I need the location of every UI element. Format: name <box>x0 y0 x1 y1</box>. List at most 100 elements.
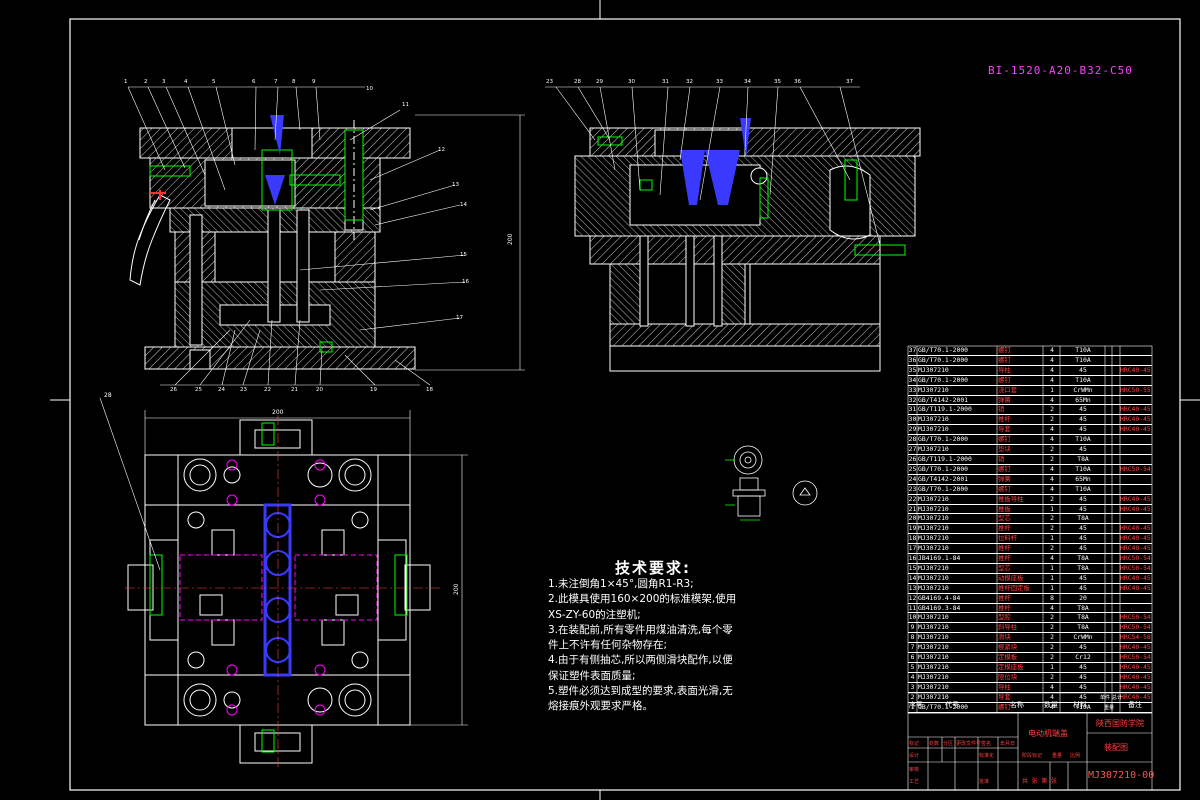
bom-cell-no: 24 <box>908 474 917 483</box>
right-section-view <box>574 127 921 372</box>
bom-cell-name: 螺钉 <box>998 346 1011 354</box>
bom-cell-no: 37 <box>908 346 917 354</box>
title-change: 更改文件号 <box>956 741 982 747</box>
bom-cell-name: 导套 <box>998 425 1011 434</box>
bom-cell-qty: 4 <box>1050 375 1054 384</box>
bom-cell-mat: 45 <box>1079 672 1087 681</box>
bom-header-code: 代号 <box>945 701 959 709</box>
bom-cell-name: 定模座板 <box>998 663 1024 671</box>
part-balloon: 36 <box>794 79 801 85</box>
bom-cell-rem: HRC40-45 <box>1120 544 1151 553</box>
bom-cell-code: GB4169.4-84 <box>918 593 961 602</box>
bom-cell-qty: 2 <box>1050 454 1054 463</box>
bom-cell-name: 推杆 <box>998 544 1011 553</box>
part-balloon: 31 <box>662 79 669 85</box>
bom-cell-name: 推板 <box>998 504 1011 513</box>
bom-cell-qty: 4 <box>1050 365 1054 374</box>
title-check: 审核 <box>909 767 920 773</box>
bom-cell-mat: CrWMn <box>1073 385 1093 394</box>
bom-cell-rem: HRC40-45 <box>1120 583 1151 592</box>
bom-cell-no: 30 <box>908 415 917 424</box>
bom-cell-code: MJ307210 <box>918 653 949 662</box>
bom-cell-qty: 1 <box>1050 563 1054 572</box>
bom-cell-no: 15 <box>908 563 917 572</box>
bom-cell-code: GB/T4142-2001 <box>918 474 969 483</box>
bom-cell-code: MJ307210 <box>918 504 949 513</box>
part-balloon: 18 <box>426 387 433 393</box>
bom-cell-name: 销 <box>998 405 1005 414</box>
bom-cell-rem: HRC50-55 <box>1120 385 1151 394</box>
technical-requirement-line: 5.塑件必须达到成型的要求,表面光滑,无 <box>548 685 733 698</box>
bom-cell-no: 35 <box>908 365 917 374</box>
bom-cell-rem: HRC40-45 <box>1120 573 1151 582</box>
bom-cell-no: 20 <box>908 514 917 523</box>
bom-cell-code: GB4169.3-84 <box>918 603 961 612</box>
technical-requirement-line: 保证塑件表面质量; <box>548 669 636 682</box>
part-balloon: 11 <box>402 102 409 108</box>
bom-cell-mat: CrWMn <box>1073 633 1093 642</box>
bom-cell-name: 浇口套 <box>998 385 1018 394</box>
bom-cell-no: 9 <box>910 623 915 632</box>
bom-cell-mat: T8A <box>1077 623 1089 632</box>
bom-cell-no: 25 <box>908 464 917 473</box>
bom-cell-mat: T10A <box>1075 702 1091 711</box>
bom-cell-mat: T8A <box>1077 563 1089 572</box>
part-balloon: 8 <box>292 79 296 85</box>
bom-cell-rem: HRC40-45 <box>1120 692 1151 701</box>
bom-cell-rem: HRC40-45 <box>1120 365 1151 374</box>
bom-cell-rem: HRC40-45 <box>1120 405 1151 414</box>
title-part-name: 电动机端盖 <box>1028 729 1068 738</box>
bom-cell-qty: 2 <box>1050 643 1054 652</box>
detail-view <box>732 445 818 517</box>
bom-cell-qty: 4 <box>1050 395 1054 404</box>
bom-header-qty: 数量 <box>1044 701 1058 709</box>
bom-header-total: 总计 <box>1112 695 1123 701</box>
bom-cell-name: 导柱 <box>998 365 1011 374</box>
bom-cell-mat: T8A <box>1077 613 1089 622</box>
bom-cell-name: 滑块 <box>998 633 1011 642</box>
technical-requirement-line: 4.由于有侧抽芯,所以两侧滑块配作,以便 <box>548 654 733 667</box>
bom-cell-mat: 45 <box>1079 663 1087 671</box>
bom-cell-qty: 4 <box>1050 474 1054 483</box>
part-balloon: 6 <box>252 79 256 85</box>
bom-cell-no: 11 <box>908 603 917 612</box>
bom-cell-no: 13 <box>908 583 917 592</box>
bom-cell-code: MJ307210 <box>918 563 949 572</box>
part-balloon: 3 <box>162 79 166 85</box>
bom-cell-no: 10 <box>908 613 917 622</box>
bom-cell-rem: HRC50-54 <box>1120 464 1151 473</box>
bom-cell-qty: 2 <box>1050 415 1054 424</box>
title-scale: 比例 <box>1070 753 1081 759</box>
bom-cell-qty: 1 <box>1050 534 1054 543</box>
sheet-border <box>50 0 1200 800</box>
title-mark: 标记 <box>909 741 920 747</box>
bom-cell-code: MJ307210 <box>918 494 949 503</box>
bom-cell-qty: 1 <box>1050 504 1054 513</box>
plan-balloon: 28 <box>104 392 112 399</box>
bom-cell-qty: 1 <box>1050 573 1054 582</box>
bom-cell-rem: HRC40-45 <box>1120 504 1151 513</box>
bom-cell-qty: 2 <box>1050 672 1054 681</box>
bom-cell-mat: 45 <box>1079 365 1087 374</box>
bom-cell-mat: 20 <box>1079 593 1087 602</box>
part-balloon: 32 <box>686 79 693 85</box>
bom-cell-code: GB/T70.1-2000 <box>918 464 969 473</box>
left-section-parts <box>149 115 364 353</box>
bom-cell-qty: 2 <box>1050 405 1054 414</box>
plan-view-cavity <box>149 422 408 753</box>
title-design: 设计 <box>909 753 920 759</box>
